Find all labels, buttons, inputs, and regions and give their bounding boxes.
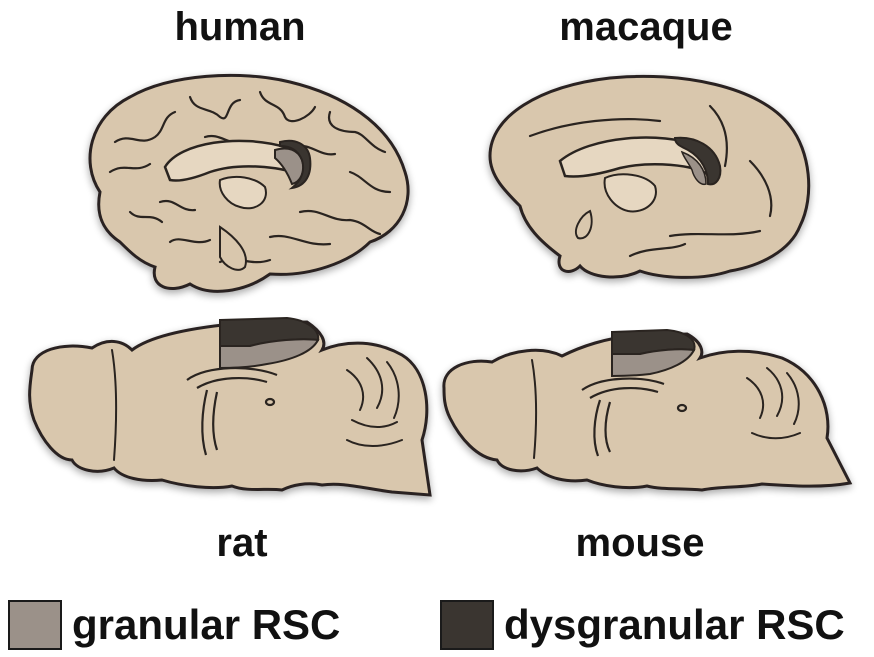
legend-granular-rsc: granular RSC (8, 596, 340, 654)
granular-rsc-swatch (8, 600, 62, 650)
species-label-macaque: macaque (516, 4, 776, 50)
species-label-human: human (110, 4, 370, 50)
species-label-rat: rat (112, 520, 372, 566)
macaque-brain-illustration (470, 66, 830, 296)
mouse-brain-illustration (432, 318, 862, 498)
macaque-brain-outline (490, 76, 809, 277)
dysgranular-rsc-label: dysgranular RSC (504, 601, 845, 649)
human-brain-illustration (70, 62, 430, 302)
rat-brain-illustration (22, 310, 442, 500)
granular-rsc-label: granular RSC (72, 601, 340, 649)
species-label-mouse: mouse (510, 520, 770, 566)
legend-dysgranular-rsc: dysgranular RSC (440, 596, 845, 654)
dysgranular-rsc-swatch (440, 600, 494, 650)
